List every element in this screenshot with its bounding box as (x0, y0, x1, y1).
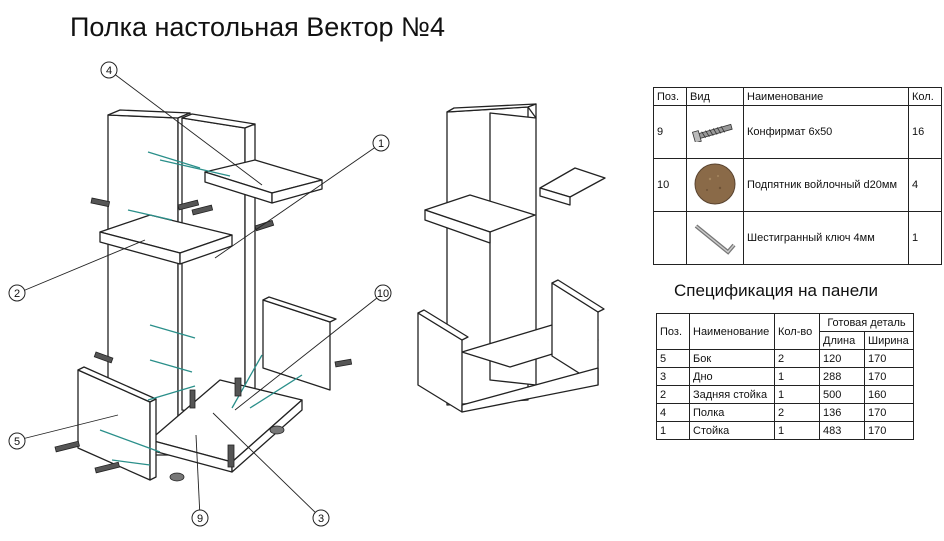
callout-9: 9 (197, 513, 203, 525)
spec-header-qty: Кол-во (774, 313, 820, 350)
hw-pos: 10 (653, 158, 687, 212)
hw-name: Конфирмат 6х50 (743, 105, 909, 159)
spec-qty: 1 (774, 367, 820, 386)
spec-width: 170 (864, 367, 914, 386)
hardware-table: Поз. Вид Наименование Кол. 9 (653, 87, 942, 265)
hw-header-pos: Поз. (653, 87, 687, 106)
hw-qty: 1 (908, 211, 942, 265)
spec-pos: 5 (656, 349, 690, 368)
spec-pos: 1 (656, 421, 690, 440)
page-title: Полка настольная Вектор №4 (70, 12, 446, 42)
spec-length: 288 (819, 367, 865, 386)
spec-width: 170 (864, 403, 914, 422)
spec-name: Дно (689, 367, 775, 386)
spec-header-length: Длина (819, 331, 865, 350)
spec-pos: 4 (656, 403, 690, 422)
callout-3: 3 (318, 513, 324, 525)
spec-width: 160 (864, 385, 914, 404)
hw-pos (653, 211, 687, 265)
table-row: Шестигранный ключ 4мм 1 (653, 211, 942, 265)
spec-name: Полка (689, 403, 775, 422)
table-row: 5 Бок 2 120 170 (656, 349, 914, 368)
hw-pos: 9 (653, 105, 687, 159)
callout-1: 1 (378, 138, 384, 150)
spec-header-width: Ширина (864, 331, 914, 350)
spec-qty: 2 (774, 403, 820, 422)
spec-title: Спецификация на панели (674, 281, 878, 300)
spec-header-group: Готовая деталь (819, 313, 914, 332)
spec-length: 120 (819, 349, 865, 368)
spec-name: Задняя стойка (689, 385, 775, 404)
spec-table: Поз. Наименование Кол-во Готовая деталь … (656, 313, 914, 440)
upper-shelf-exploded (204, 159, 323, 204)
callout-4: 4 (106, 65, 112, 77)
hw-qty: 4 (908, 158, 942, 212)
hw-header-view: Вид (686, 87, 744, 106)
table-row: 4 Полка 2 136 170 (656, 403, 914, 422)
dowel-lines (99, 151, 303, 466)
table-row: 3 Дно 1 288 170 (656, 367, 914, 386)
left-side-exploded (77, 366, 157, 481)
hw-header-qty: Кол. (908, 87, 942, 106)
table-row: 9 Конфирмат 6х50 16 (653, 105, 942, 159)
bottom-panel-exploded (149, 379, 303, 473)
screws (54, 197, 353, 474)
stand-panel-exploded (181, 113, 256, 421)
screw-icon (686, 105, 744, 159)
hw-name: Подпятник войлочный d20мм (743, 158, 909, 212)
spec-pos: 2 (656, 385, 690, 404)
callout-5: 5 (14, 436, 20, 448)
spec-length: 483 (819, 421, 865, 440)
leader-lines (17, 69, 383, 518)
callout-2: 2 (14, 288, 20, 300)
spec-header-name: Наименование (689, 313, 775, 350)
spec-qty: 1 (774, 421, 820, 440)
spec-header-pos: Поз. (656, 313, 690, 350)
spec-qty: 1 (774, 385, 820, 404)
assembled-view (417, 103, 606, 413)
hw-qty: 16 (908, 105, 942, 159)
felt-pads (169, 425, 285, 482)
middle-shelf-exploded (99, 214, 233, 265)
spec-name: Бок (689, 349, 775, 368)
spec-width: 170 (864, 349, 914, 368)
hw-header-name: Наименование (743, 87, 909, 106)
spec-width: 170 (864, 421, 914, 440)
spec-length: 500 (819, 385, 865, 404)
table-row: 2 Задняя стойка 1 500 160 (656, 385, 914, 404)
callout-circles (8, 61, 392, 527)
table-row: 10 Подпятник войлочный d20мм 4 (653, 158, 942, 212)
callout-10: 10 (377, 288, 389, 300)
right-side-exploded (262, 296, 337, 391)
table-row: 1 Стойка 1 483 170 (656, 421, 914, 440)
spec-name: Стойка (689, 421, 775, 440)
spec-pos: 3 (656, 367, 690, 386)
spec-qty: 2 (774, 349, 820, 368)
spec-length: 136 (819, 403, 865, 422)
hw-name: Шестигранный ключ 4мм (743, 211, 909, 265)
felt-pad-icon (686, 158, 744, 212)
hex-key-icon (686, 211, 744, 265)
